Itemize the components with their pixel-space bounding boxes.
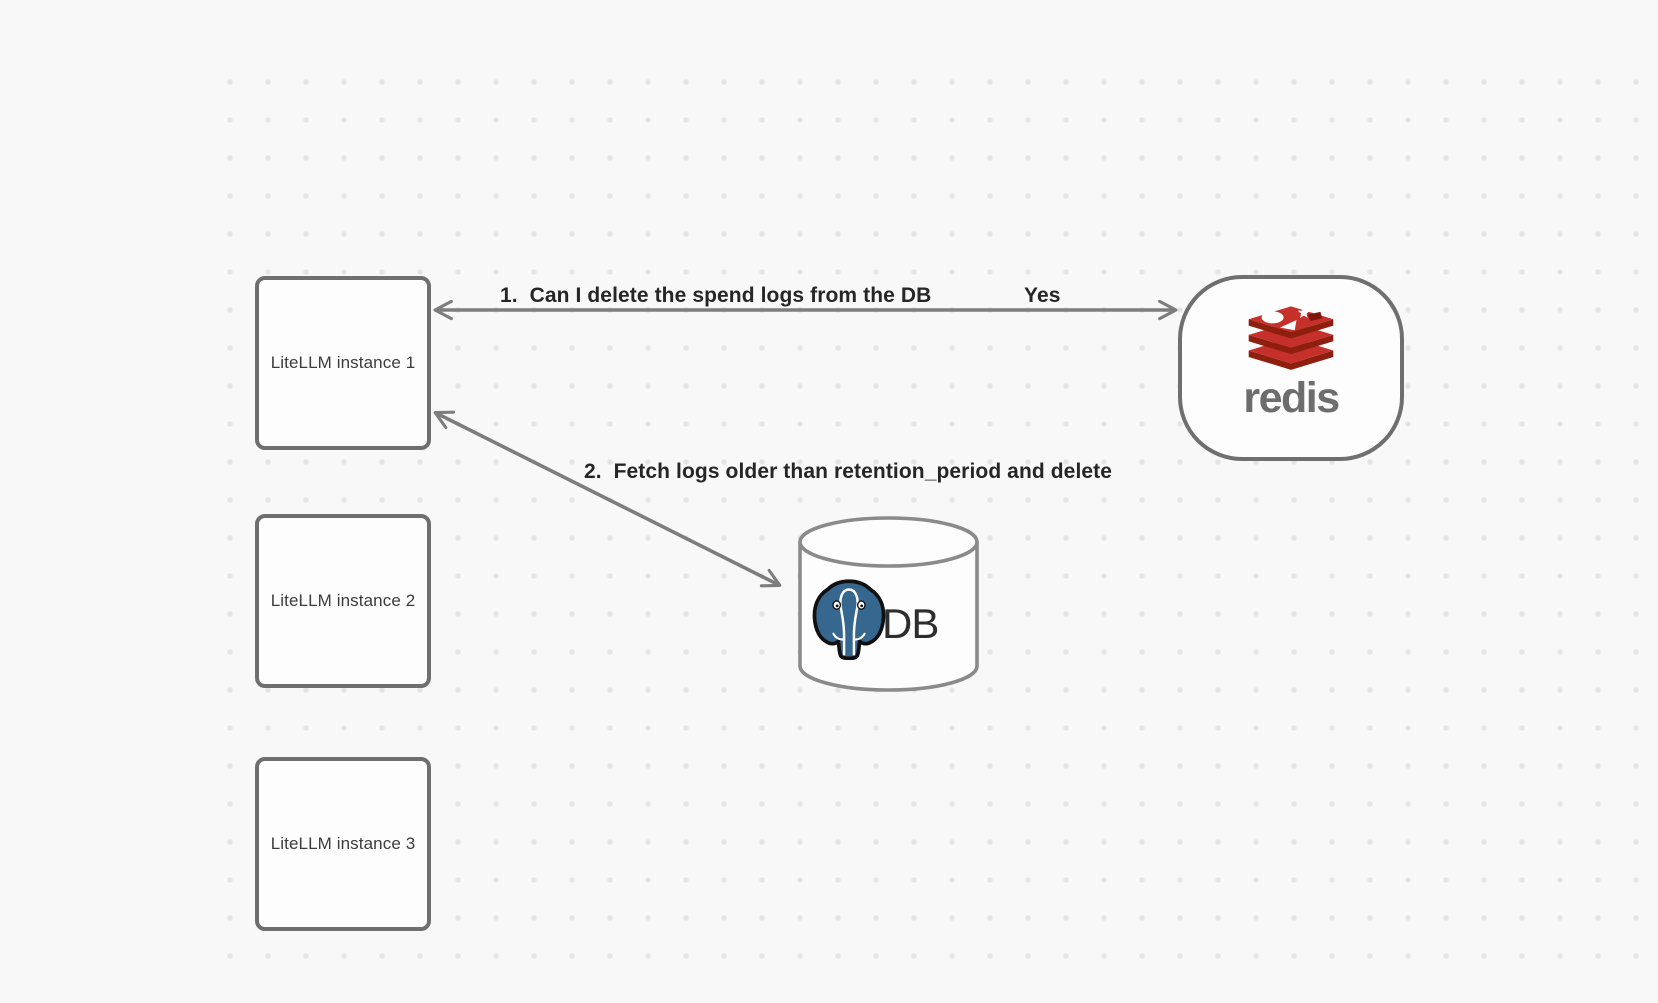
redis-node[interactable]: redis (1178, 275, 1404, 461)
edge2-fetch-label[interactable]: 2. Fetch logs older than retention_perio… (584, 460, 1113, 483)
litellm-instance-2-node[interactable]: LiteLLM instance 2 (255, 514, 431, 688)
litellm-instance-1-node[interactable]: LiteLLM instance 1 (255, 276, 431, 450)
edge1-response-label[interactable]: Yes (1024, 284, 1061, 307)
litellm-instance-1-label: LiteLLM instance 1 (270, 353, 416, 372)
litellm-instance-3-label: LiteLLM instance 3 (270, 834, 416, 853)
edge1-question-label[interactable]: 1. Can I delete the spend logs from the … (500, 284, 932, 307)
litellm-instance-3-node[interactable]: LiteLLM instance 3 (255, 757, 431, 931)
redis-logo-icon (1248, 306, 1334, 370)
litellm-instance-2-label: LiteLLM instance 2 (270, 591, 416, 610)
postgresql-elephant-icon (812, 579, 886, 660)
db-node-label: DB (882, 600, 939, 647)
edge-fetch-logs-arrow[interactable] (433, 410, 782, 588)
redis-wordmark: redis (1243, 374, 1340, 422)
